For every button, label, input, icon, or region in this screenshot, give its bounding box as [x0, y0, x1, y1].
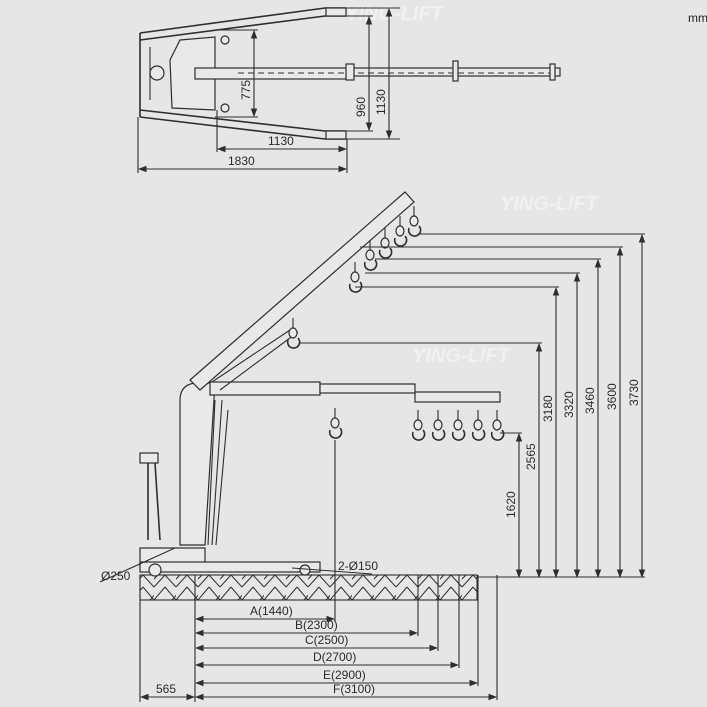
height-label: 3730: [627, 379, 641, 406]
hook-icon: [286, 318, 301, 349]
hook-icon: [393, 216, 408, 247]
mast: [179, 382, 216, 546]
hook-icon: [328, 408, 343, 439]
reach-label: A(1440): [250, 604, 293, 618]
hook-icon: [431, 410, 446, 441]
hook-icon: [411, 410, 426, 441]
height-label: 3320: [562, 391, 576, 418]
dim-1130-horizontal: 1130: [268, 134, 294, 148]
leader-front-wheels: [291, 567, 373, 575]
height-label: 3600: [605, 383, 619, 410]
dim-960: 960: [354, 97, 368, 117]
lower-boom-extension: [319, 383, 416, 394]
boom-pin: [452, 60, 459, 82]
handle-grip: [139, 452, 159, 464]
reach-label: D(2700): [313, 650, 356, 664]
hook-icon: [490, 410, 505, 441]
dim-565: 565: [156, 682, 176, 696]
ground-hatch: [139, 574, 478, 601]
rear-wheel: [148, 563, 162, 577]
reach-label: B(2300): [295, 618, 338, 632]
hydraulic-cylinder: [207, 399, 229, 546]
hook-icon: [451, 410, 466, 441]
upper-boom: [189, 191, 415, 391]
hook-icon: [471, 410, 486, 441]
reach-label: C(2500): [305, 633, 348, 647]
height-label: 3180: [541, 395, 555, 422]
boom-strut: [211, 329, 299, 391]
height-label: 1620: [504, 491, 518, 518]
lower-boom: [209, 381, 321, 396]
height-label: 3460: [583, 387, 597, 414]
lower-boom-tip: [414, 391, 501, 403]
bottom-leg-wheel: [325, 130, 347, 140]
hook-icon: [348, 262, 363, 293]
hook-icon: [407, 206, 422, 237]
front-wheel: [299, 564, 311, 576]
handle-bar: [147, 462, 161, 541]
caster: [220, 35, 230, 45]
top-view: 775 960 1130 1130 1830: [137, 7, 561, 173]
top-leg: [139, 7, 346, 41]
boom-clamp: [345, 63, 355, 81]
dim-775: 775: [239, 80, 253, 100]
rear-wheel-label: Ø250: [101, 569, 131, 583]
boom-tip: [549, 63, 556, 81]
dim-1830: 1830: [228, 154, 255, 168]
top-leg-wheel: [325, 7, 347, 17]
hook-icon: [378, 228, 393, 259]
leader-rear-wheel: [99, 547, 176, 583]
chassis-leg: [139, 561, 321, 573]
watermark: YING-LIFT: [345, 3, 445, 25]
watermark: YING-LIFT: [412, 345, 512, 367]
dim-1130-vertical: 1130: [374, 89, 388, 115]
height-label: 2565: [524, 443, 538, 470]
hook-icon: [363, 240, 378, 271]
steering-wheel-icon: [149, 65, 165, 81]
watermark: YING-LIFT: [500, 193, 600, 215]
caster: [220, 103, 230, 113]
bottom-leg: [139, 109, 346, 140]
unit-label: mm: [688, 11, 707, 25]
base-plate: [169, 36, 216, 111]
reach-label: E(2900): [323, 668, 366, 682]
hooks: [286, 206, 505, 441]
reach-label: F(3100): [333, 682, 375, 696]
side-view: 1620 2565 3180 3320 3460 3600 3730 A(1440)B(23…: [99, 191, 646, 702]
front-wheels-label: 2-Ø150: [338, 559, 378, 573]
